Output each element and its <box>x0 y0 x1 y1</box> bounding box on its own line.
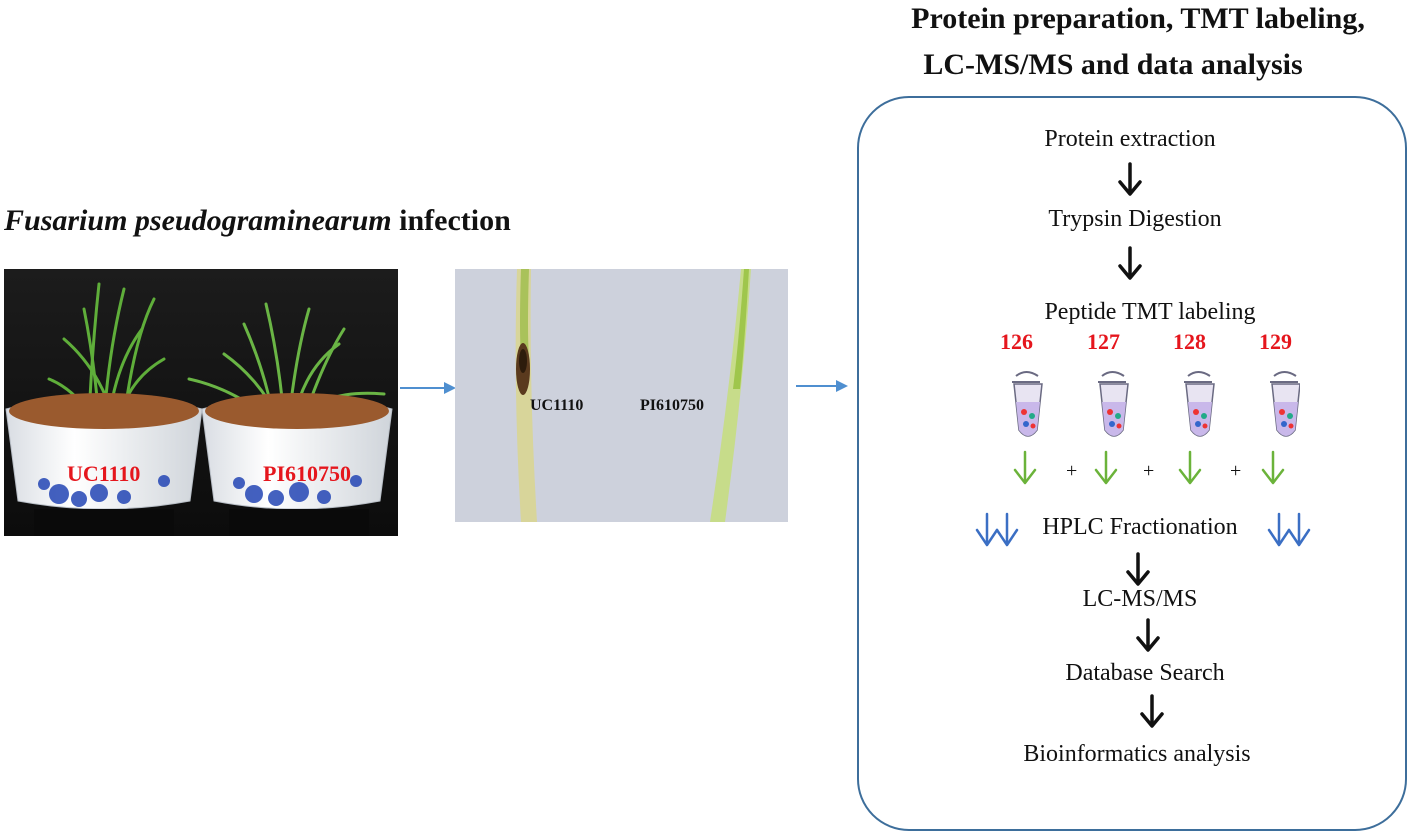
stem-label-uc1110: UC1110 <box>530 397 584 414</box>
tube-126 <box>1011 371 1043 437</box>
tmt-channel-127: 127 <box>1087 329 1120 354</box>
down-arrow-2 <box>1118 246 1142 280</box>
tube-127 <box>1097 371 1129 437</box>
tube-128 <box>1183 371 1215 437</box>
step-arrows <box>1118 162 1164 728</box>
tmt-green-arrows <box>1013 450 1285 485</box>
workflow-title-line-1: Protein preparation, TMT labeling, <box>911 2 1365 35</box>
down-arrow-5 <box>1140 694 1164 728</box>
hplc-arrows-right <box>1267 512 1311 547</box>
tube-129 <box>1269 371 1300 437</box>
workflow-title-line-2: LC-MS/MS and data analysis <box>923 48 1303 81</box>
tmt-channel-126: 126 <box>1000 329 1033 354</box>
flow-arrow-2 <box>796 380 848 392</box>
seedling-pots-photo: UC1110 PI610750 <box>4 269 398 536</box>
tmt-channel-128: 128 <box>1173 329 1206 354</box>
seedling-pots-illustration <box>4 269 398 536</box>
pathogen-name: Fusarium pseudograminearum <box>4 204 392 237</box>
step-lc-ms-ms: LC-MS/MS <box>1082 586 1198 612</box>
green-arrow-128 <box>1178 450 1202 485</box>
step-trypsin-digestion: Trypsin Digestion <box>1048 206 1222 232</box>
green-arrow-126 <box>1013 450 1037 485</box>
step-hplc-fractionation: HPLC Fractionation <box>1042 514 1238 540</box>
plus-sign-1: + <box>1066 460 1078 482</box>
step-peptide-tmt-labeling: Peptide TMT labeling <box>1044 299 1256 325</box>
step-protein-extraction: Protein extraction <box>1044 126 1216 152</box>
pot-label-uc1110: UC1110 <box>67 461 141 486</box>
green-arrow-127 <box>1094 450 1118 485</box>
step-bioinformatics-analysis: Bioinformatics analysis <box>1023 741 1251 767</box>
stem-lesion-illustration <box>455 269 788 522</box>
pot-label-pi610750: PI610750 <box>263 461 351 486</box>
workflow-panel <box>857 96 1407 831</box>
hplc-arrows-left <box>975 512 1019 547</box>
down-arrow-3 <box>1126 552 1150 586</box>
plus-sign-3: + <box>1230 460 1242 482</box>
tmt-tubes <box>1011 371 1300 437</box>
tmt-channel-129: 129 <box>1259 329 1292 354</box>
stem-label-pi610750: PI610750 <box>640 397 704 414</box>
down-arrow-4 <box>1136 618 1160 652</box>
workflow-title: Protein preparation, TMT labeling, LC-MS… <box>858 0 1418 88</box>
infection-title: Fusarium pseudograminearum infection <box>4 204 511 238</box>
infection-suffix: infection <box>391 204 511 237</box>
plus-sign-2: + <box>1143 460 1155 482</box>
down-arrow-1 <box>1118 162 1142 196</box>
flow-arrow-1 <box>400 382 456 394</box>
step-database-search: Database Search <box>1065 660 1225 686</box>
green-arrow-129 <box>1261 450 1285 485</box>
infected-stems-photo: UC1110 PI610750 <box>455 269 788 522</box>
